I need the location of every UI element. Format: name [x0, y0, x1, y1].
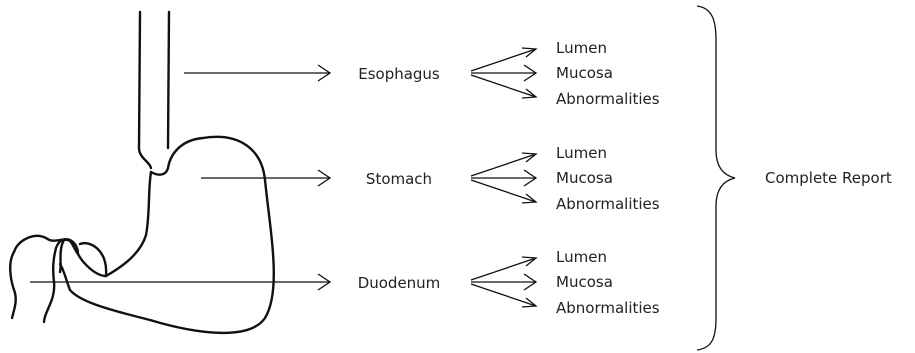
organ-pointer-arrows [30, 65, 330, 290]
finding-stomach-mucosa: Mucosa [556, 169, 613, 187]
duodenum-fan-arrows [471, 257, 536, 307]
duodenum-descending [10, 252, 15, 318]
esophagus-left-wall [139, 12, 151, 168]
finding-duodenum-lumen: Lumen [556, 248, 607, 266]
esophagus-fan-arrows [471, 48, 536, 98]
finding-esophagus-abnormalities: Abnormalities [556, 90, 660, 108]
finding-stomach-lumen: Lumen [556, 144, 607, 162]
stomach-outline [60, 137, 274, 333]
finding-esophagus-mucosa: Mucosa [556, 64, 613, 82]
complete-report-label: Complete Report [765, 169, 892, 187]
organ-label-esophagus: Esophagus [358, 65, 440, 83]
grouping-brace [697, 6, 735, 350]
duodenum-outline [60, 240, 106, 276]
organ-label-duodenum: Duodenum [358, 274, 441, 292]
finding-duodenum-abnormalities: Abnormalities [556, 299, 660, 317]
stomach-fan-arrows [471, 153, 536, 203]
finding-esophagus-lumen: Lumen [556, 39, 607, 57]
esophagus-right-wall [168, 12, 169, 148]
esophagus-pointer-arrow [184, 65, 330, 81]
duodenum-pointer-arrow [30, 274, 330, 290]
lesser-curvature [106, 172, 151, 276]
finding-stomach-abnormalities: Abnormalities [556, 195, 660, 213]
upper-gi-tract-illustration [10, 12, 274, 333]
organ-label-stomach: Stomach [366, 170, 432, 188]
finding-duodenum-mucosa: Mucosa [556, 273, 613, 291]
finding-fan-arrows [471, 48, 536, 307]
